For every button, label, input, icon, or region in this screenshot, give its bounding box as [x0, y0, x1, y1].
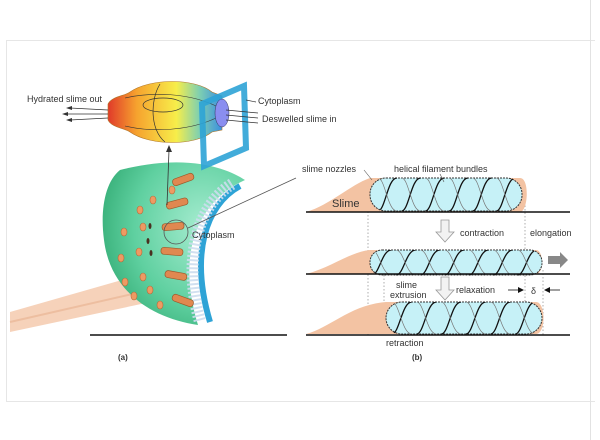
gland-stalk [10, 272, 160, 332]
helix-strand-light [401, 177, 421, 211]
label-retraction: retraction [386, 338, 424, 348]
membrane-box [198, 81, 250, 171]
helix-strand-light [448, 177, 469, 211]
figure-frame [6, 40, 595, 402]
label-slime-extrusion-1: slime [396, 280, 417, 290]
helix-strand-light [490, 302, 511, 335]
helix-strand-light [472, 177, 492, 211]
helix-strand-light [515, 302, 536, 335]
label-cytoplasm-top: Cytoplasm [258, 96, 301, 106]
helix-strand-light [416, 302, 437, 335]
page-edge [590, 0, 591, 440]
label-slime: Slime [332, 198, 360, 210]
nuclei-dots [146, 223, 153, 256]
label-delta: δ [531, 286, 536, 296]
bundle-row3 [385, 301, 543, 335]
bundle-row1 [369, 177, 523, 212]
label-relaxation: relaxation [456, 285, 495, 295]
label-deswelled-in: Deswelled slime in [262, 114, 337, 124]
label-helical-bundles: helical filament bundles [394, 164, 488, 174]
caption-b: (b) [412, 353, 423, 362]
label-contraction: contraction [460, 228, 504, 238]
panel-b: slime nozzles helical filament bundles S… [302, 164, 572, 362]
elongation-arrow [548, 252, 568, 268]
helix-strand-light [465, 302, 486, 335]
caption-a: (a) [118, 353, 128, 362]
label-slime-extrusion-2: extrusion [390, 290, 427, 300]
helix-strand-light [377, 177, 398, 211]
cell-membrane [198, 183, 242, 323]
bundle-row2 [369, 249, 543, 276]
label-cytoplasm-cell: Cytoplasm [192, 230, 235, 240]
contraction-arrow [435, 219, 455, 243]
slime-nozzles-a [160, 172, 195, 308]
label-hydrated-out: Hydrated slime out [27, 94, 103, 104]
relaxation-arrow [435, 276, 455, 301]
helix-strand-light [441, 302, 462, 335]
panel-a: Cytoplasm Hydrated sli [9, 81, 337, 362]
vesicles [117, 185, 176, 310]
leader-line [187, 177, 297, 229]
label-elongation: elongation [530, 228, 572, 238]
outflow-arrows [66, 107, 109, 121]
zoom-circle [163, 219, 189, 245]
helix-strand-light [425, 177, 445, 211]
label-slime-nozzles: slime nozzles [302, 164, 357, 174]
